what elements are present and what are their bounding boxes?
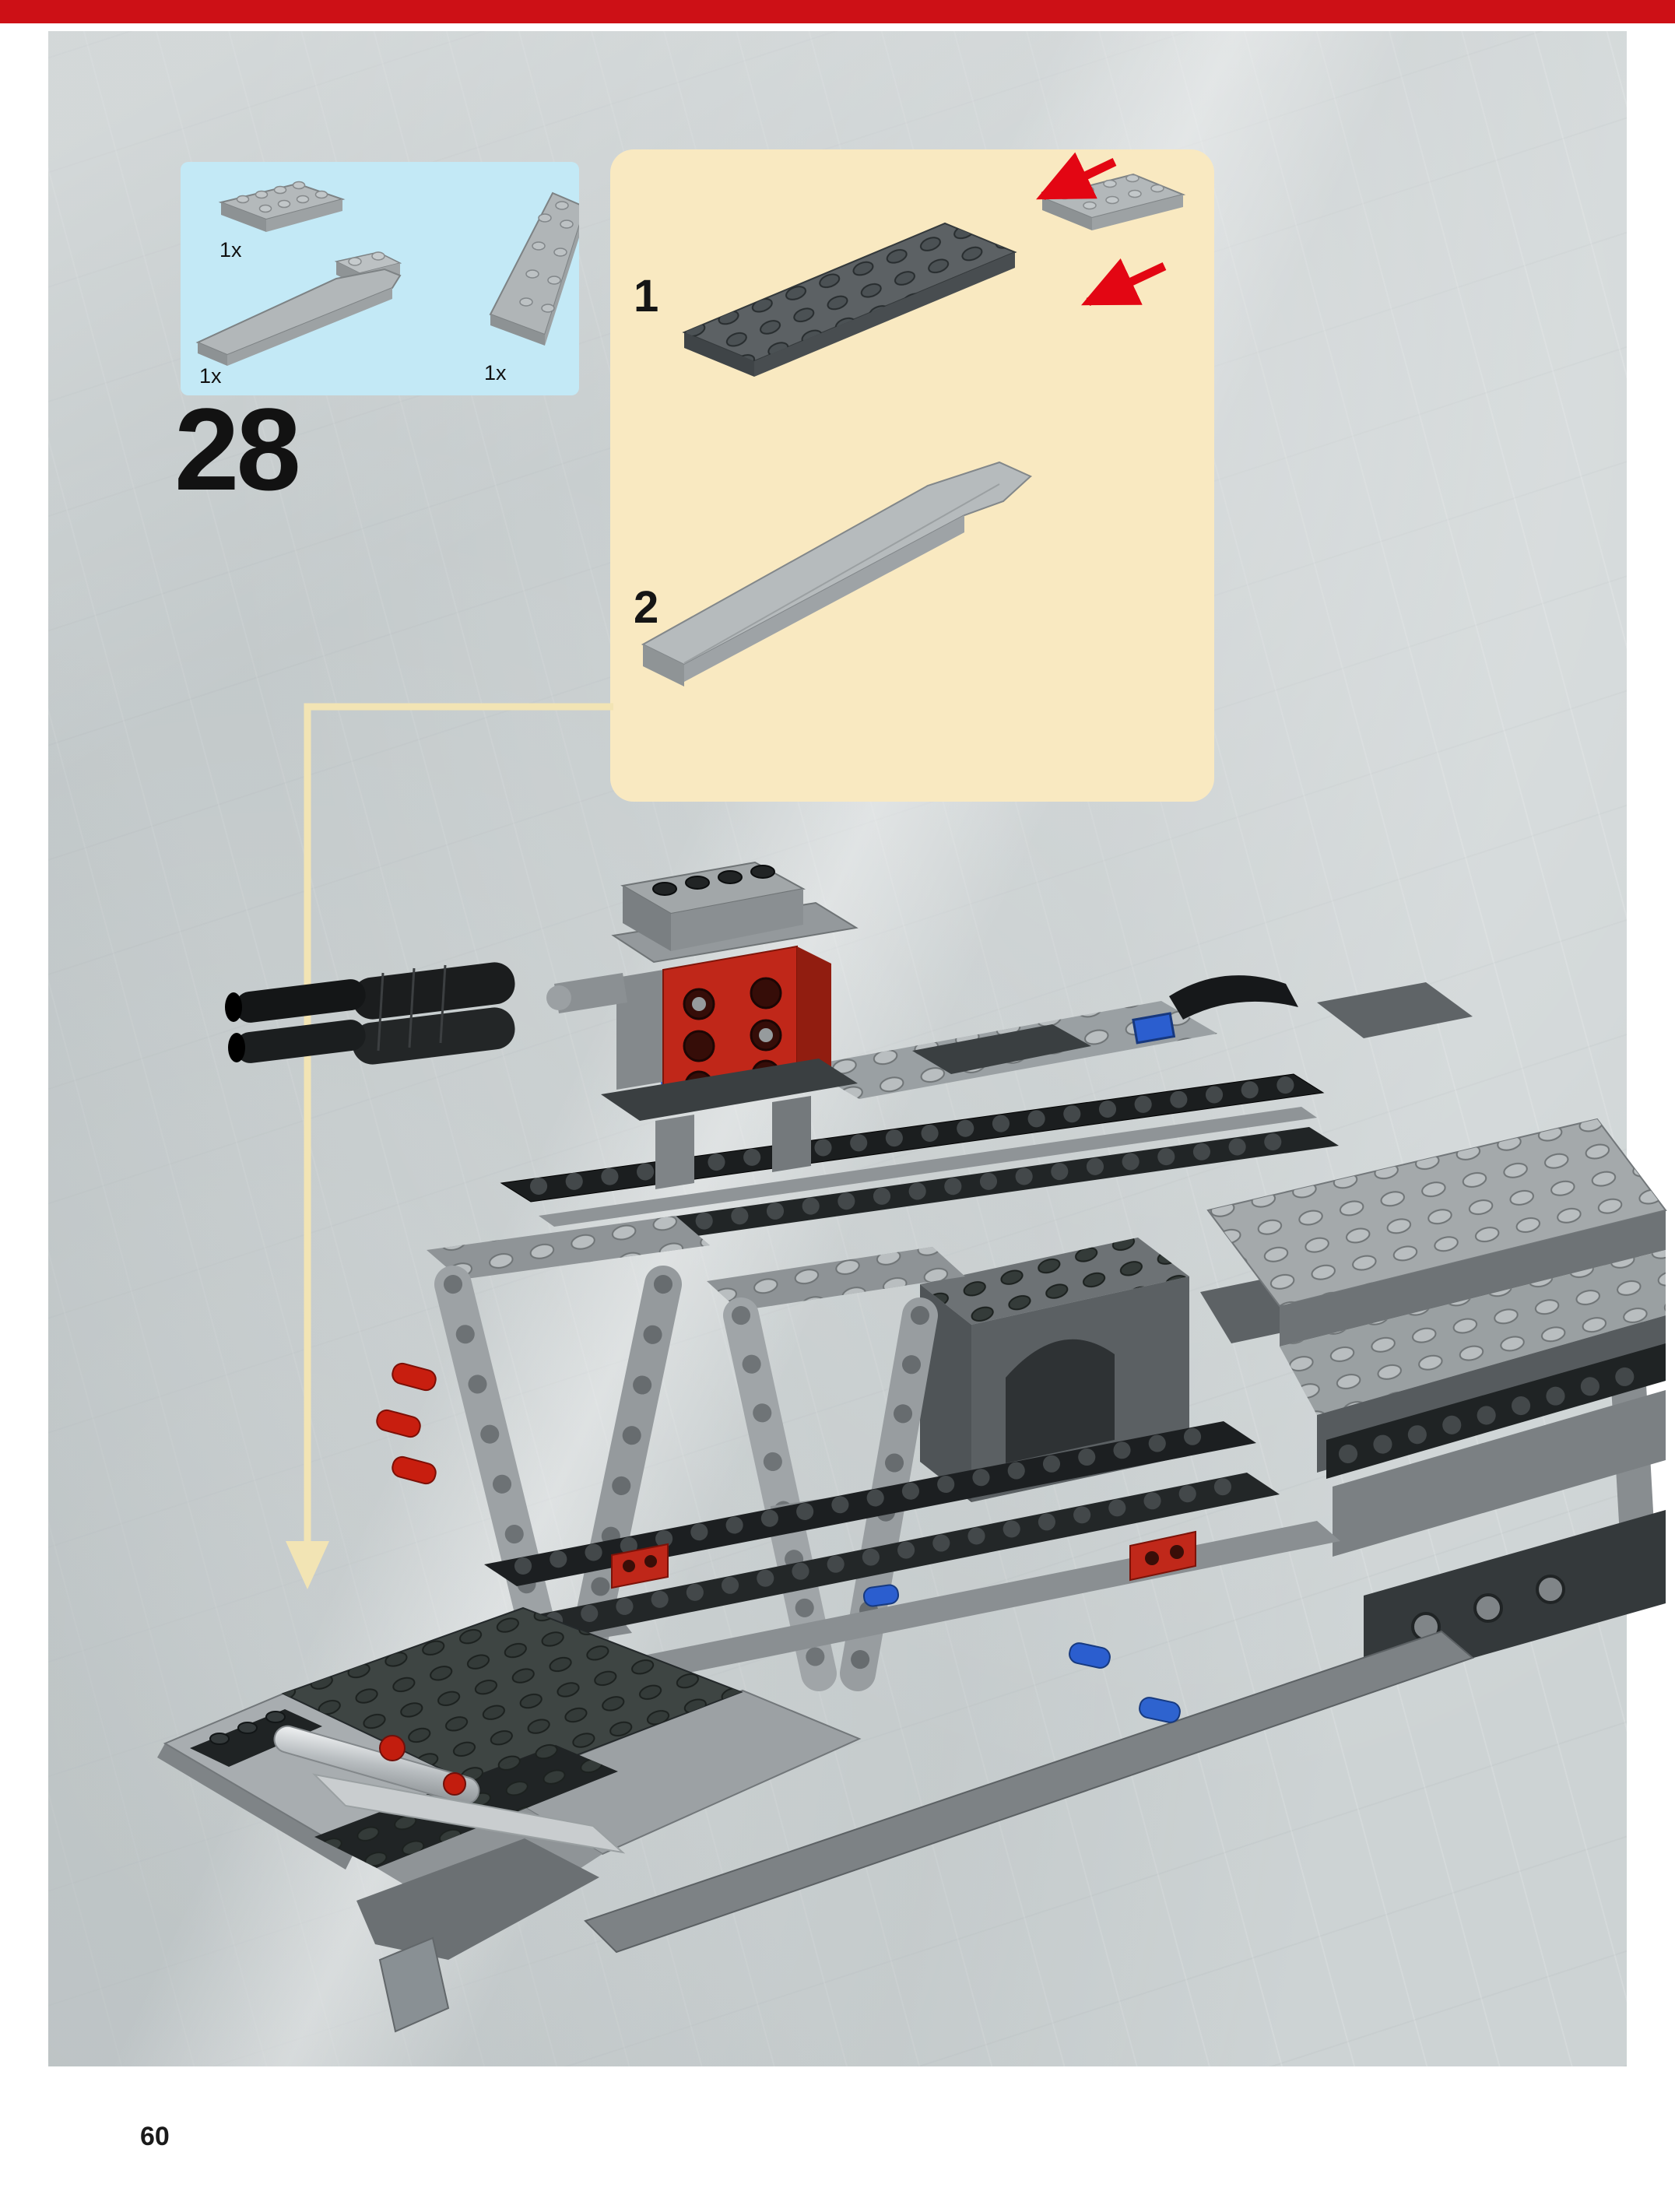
- red-arrow-icon: [1036, 152, 1167, 306]
- parts-callout-box: 1x 1x 1x: [181, 162, 579, 395]
- page-background: 1x 1x 1x 28: [48, 31, 1667, 2150]
- black-studs: [652, 865, 775, 896]
- part-count-label: 1x: [199, 364, 222, 388]
- red-pin: [376, 1409, 421, 1438]
- black-curved-piece: [1169, 975, 1298, 1020]
- cannon-assembly: [225, 962, 627, 1065]
- page-number: 60: [140, 2122, 170, 2151]
- substep1-wedge-plate: [682, 222, 1017, 377]
- substep-1-label: 1: [634, 271, 659, 321]
- turret: [601, 861, 859, 1189]
- part-long-wedge: [195, 251, 402, 366]
- blue-pin: [862, 1584, 900, 1607]
- model-illustration: [157, 861, 1667, 2033]
- accent-pins: [376, 1362, 1181, 1796]
- red-pin: [392, 1362, 437, 1392]
- blue-plate: [1132, 1012, 1176, 1045]
- top-red-bar: [0, 0, 1675, 23]
- red-knob: [379, 1735, 406, 1761]
- step-number: 28: [174, 384, 301, 514]
- parts-illustration: [195, 181, 579, 366]
- prow: [157, 1606, 862, 2033]
- substep2-long-wedge: [641, 461, 1033, 686]
- silver-blade: [312, 1773, 626, 1854]
- part-count-label: 1x: [484, 361, 507, 384]
- instruction-panel: 1 2: [610, 149, 1214, 802]
- red-knob: [443, 1772, 466, 1796]
- part-plate-2x4: [218, 181, 346, 232]
- blue-pin: [1069, 1642, 1111, 1669]
- part-wedge-plate: [489, 191, 579, 346]
- blue-pin: [1139, 1697, 1181, 1723]
- red-accent-bricks: [611, 1530, 1196, 1589]
- part-count-label: 1x: [219, 238, 242, 262]
- upper-beams: [500, 1073, 1339, 1256]
- upper-plate-row: [660, 975, 1473, 1099]
- substep-2-label: 2: [634, 582, 659, 633]
- red-pin: [392, 1455, 437, 1485]
- substep-illustration: [641, 152, 1186, 686]
- right-deck: [1206, 1118, 1667, 1689]
